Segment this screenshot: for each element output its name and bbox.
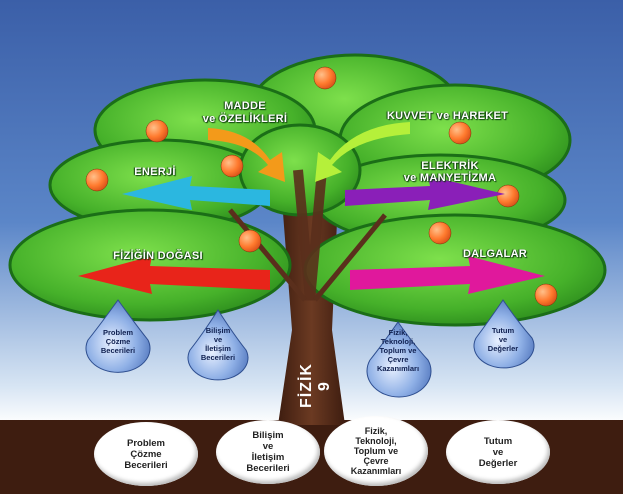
root-text: Tutum: [483, 435, 513, 447]
drop-text: Bilişim: [205, 326, 231, 335]
root-text: Fizik,: [364, 426, 388, 436]
drop-text: Becerileri: [200, 353, 236, 362]
drop-fizik-teknoloji: Fizik, Teknoloji, Toplum ve Çevre Kazanı…: [364, 306, 432, 373]
root-tutum: Tutum ve Değerler: [446, 420, 550, 484]
drop-text: İletişim: [205, 344, 231, 353]
label-dalgalar: DALGALAR: [462, 248, 528, 260]
drop-text: Teknoloji,: [380, 337, 416, 346]
root-text: Çözme: [130, 448, 162, 460]
trunk-title: FİZİK 9: [298, 363, 333, 409]
fruits: [85, 66, 558, 307]
label-fizigin-dogasi: FİZİĞİN DOĞASI: [113, 250, 203, 262]
label-kuvvet: KUVVET ve HAREKET: [386, 110, 509, 122]
arrow-fizigin: [78, 256, 270, 294]
drop-text: Fizik,: [388, 328, 408, 337]
drop-text: Toplum ve: [379, 346, 417, 355]
label-elektrik-line2: ve MANYETİZMA: [403, 172, 497, 184]
root-text: Toplum ve: [353, 446, 399, 456]
label-madde-line2: ve ÖZELİKLERİ: [202, 113, 288, 125]
arrow-enerji: [122, 176, 270, 210]
label-madde: MADDE ve ÖZELİKLERİ: [180, 100, 310, 126]
root-problem-cozme: Problem Çözme Becerileri: [94, 422, 198, 486]
drop-text: Çevre: [387, 355, 409, 364]
drop-text: Tutum: [491, 326, 515, 335]
root-text: Teknoloji,: [355, 436, 397, 446]
label-enerji: ENERJİ: [134, 166, 176, 178]
root-text: İletişim: [251, 452, 285, 463]
topic-arrows: [78, 122, 545, 294]
root-text: ve: [492, 446, 504, 458]
root-text: Becerileri: [124, 459, 168, 471]
root-text: Bilişim: [252, 430, 284, 441]
drop-text: Değerler: [487, 344, 519, 353]
root-bilisim: Bilişim ve İletişim Becerileri: [216, 420, 320, 484]
label-madde-line1: MADDE: [224, 100, 266, 112]
drop-text: ve: [213, 335, 223, 344]
root-text: Becerileri: [246, 463, 290, 474]
drop-text: Becerileri: [100, 346, 136, 355]
drop-bilisim: Bilişim ve İletişim Becerileri: [184, 296, 252, 362]
drop-text: Kazanımları: [376, 364, 420, 373]
label-elektrik: ELEKTRİK ve MANYETİZMA: [375, 160, 525, 184]
arrow-kuvvet: [315, 122, 410, 182]
drop-text: Problem: [102, 328, 133, 337]
water-drops: [85, 299, 535, 398]
arrow-madde: [208, 128, 285, 182]
root-fizik-teknoloji: Fizik, Teknoloji, Toplum ve Çevre Kazanı…: [324, 416, 428, 486]
label-elektrik-line1: ELEKTRİK: [421, 160, 479, 172]
root-text: Problem: [126, 437, 165, 449]
root-text: Değerler: [478, 457, 518, 469]
root-text: Kazanımları: [350, 466, 402, 476]
arrow-elektrik: [345, 176, 505, 210]
arrow-dalgalar: [350, 256, 545, 294]
drop-problem-cozme: Problem Çözme Becerileri: [84, 300, 152, 358]
drop-text: Çözme: [105, 337, 131, 346]
drop-text: ve: [498, 335, 508, 344]
drop-tutum: Tutum ve Değerler: [469, 296, 537, 354]
root-text: ve: [262, 441, 274, 452]
root-text: Çevre: [363, 456, 389, 466]
